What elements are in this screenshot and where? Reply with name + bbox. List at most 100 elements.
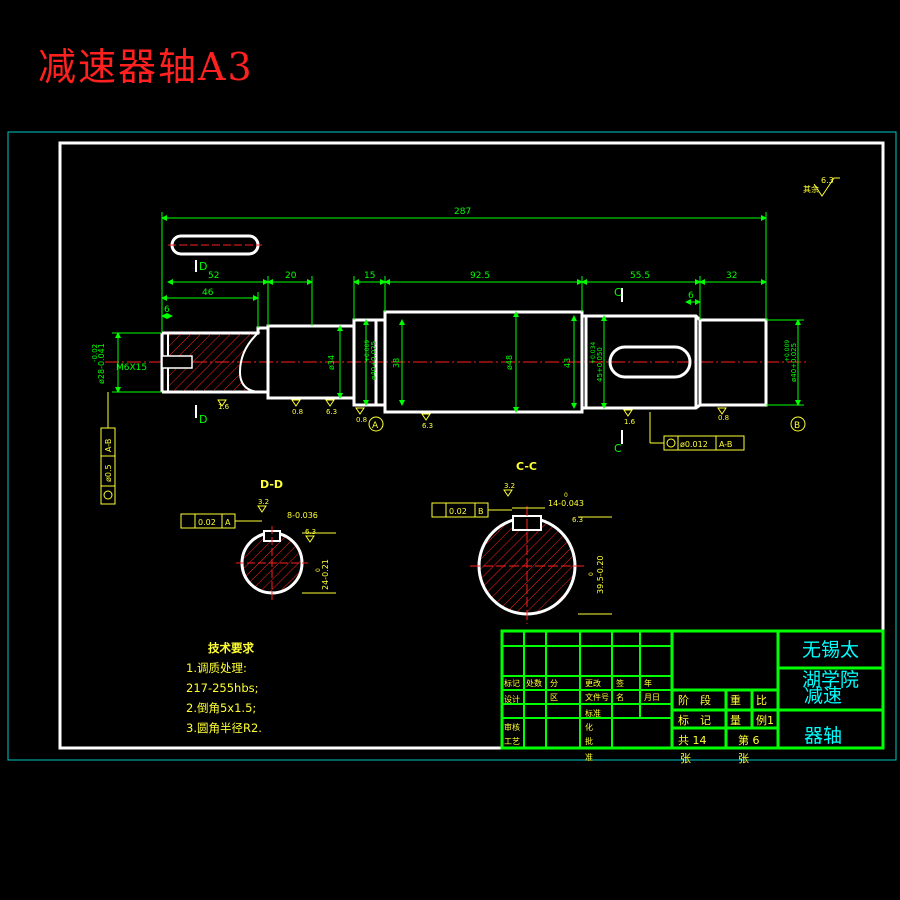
section-d-top: D [199, 260, 207, 273]
title-block-grid [502, 631, 672, 748]
section-c-top: C [614, 286, 622, 299]
tb-sheet-unit: 张 [738, 752, 749, 765]
roughness-3: 6.3 [326, 408, 337, 416]
tb-r1-0: 标记 [504, 678, 520, 688]
tb-r1-3: 区 [550, 693, 558, 702]
section-cc-symmetry-value: 0.02 [449, 507, 467, 516]
general-roughness: 其余 6.3 [803, 176, 840, 197]
tb-weight-2: 量 [730, 714, 741, 727]
datum-a: A [368, 416, 384, 432]
outer-frame [7, 131, 897, 761]
dim-45-tol: +0.034 [590, 342, 597, 364]
titleblock-names: 无锡太 湖学院 减速 器轴 [802, 639, 859, 747]
section-cc-label: C-C [516, 460, 537, 473]
general-roughness-value: 6.3 [821, 176, 834, 185]
tb-sheet: 第 6 [738, 733, 760, 747]
roughness-marks [217, 399, 727, 421]
section-cc-roughness: 3.2 [504, 482, 515, 490]
dim-55-5: 55.5 [630, 271, 650, 281]
section-cc-roughness-side: 6.3 [572, 516, 583, 524]
dim-dia-left-end: ø28-0.041 [97, 343, 106, 384]
tb-stage-2: 段 [700, 693, 711, 707]
section-dd-depth-top: 0 [315, 568, 322, 572]
section-cc: C-C 3.2 0 14-0.043 0 39.5-0.20 6.3 0.02 … [431, 460, 612, 624]
tb-total-unit: 张 [680, 752, 691, 765]
tb-r1-4: 更改 [585, 678, 601, 688]
section-markers: D D C C [195, 260, 623, 455]
section-cc-keywidth: 14-0.043 [548, 499, 584, 508]
left-end-section-hatch [167, 332, 261, 393]
datum-b-label: B [794, 421, 800, 431]
section-d-bottom: D [199, 413, 207, 426]
section-dd-symmetry-datum: A [225, 518, 231, 527]
tb-stage: 阶 [678, 693, 689, 707]
section-dd: D-D 3.2 8-0.036 0 24-0.21 6.3 0.02 A [180, 478, 336, 600]
part-name-line-1: 减速 [804, 685, 842, 707]
section-cc-symmetry-datum: B [478, 507, 484, 516]
dim-92-5: 92.5 [470, 271, 490, 281]
runout-left-datum: A-B [104, 439, 113, 452]
dim-dia-40-right: ø40+0.025 [790, 343, 798, 382]
dim-m6x15: M6X15 [116, 363, 147, 373]
right-keyway [608, 345, 692, 379]
roughness-2: 0.8 [292, 408, 303, 416]
school-line-1: 无锡太 [802, 639, 859, 661]
general-roughness-label: 其余 [803, 184, 819, 194]
tb-r2-0: 设计 [504, 694, 520, 704]
tb-r1-7: 名 [616, 692, 624, 702]
dim-43: 43 [563, 358, 572, 368]
section-cc-depth-top: 0 [588, 572, 595, 576]
part-name-line-2: 器轴 [804, 725, 842, 747]
tech-note-1: 1.调质处理: [186, 661, 247, 675]
tb-r1-8: 年 [644, 678, 652, 688]
tb-r2-3: 化 [585, 722, 593, 732]
dim-287: 287 [454, 207, 471, 217]
dim-dia-40-left: ø40+0.025 [370, 341, 378, 380]
dim-dia-34: ø34 [327, 355, 336, 370]
tb-mark: 标 [678, 713, 689, 727]
section-dd-symmetry-value: 0.02 [198, 518, 216, 527]
dim-32: 32 [726, 271, 737, 281]
runout-right-datum: A-B [719, 440, 732, 449]
section-dd-depth: 24-0.21 [321, 559, 330, 590]
technical-requirements: 技术要求 1.调质处理: 217-255hbs; 2.倒角5x1.5; 3.圆角… [186, 638, 262, 738]
dim-dia-40-left-tol: +0.009 [364, 340, 371, 362]
runout-left-value: ø0.5 [104, 464, 113, 482]
tech-note-2: 217-255hbs; [186, 681, 259, 695]
dim-dia-left-end-tol: -0.02 [91, 344, 99, 362]
tb-r1-1: 处数 [526, 678, 542, 688]
runout-right-value: ø0.012 [680, 440, 708, 449]
threaded-hole [161, 355, 193, 369]
roughness-6: 1.6 [624, 418, 636, 426]
dim-dia-48: ø48 [505, 355, 514, 370]
tb-weight: 重 [730, 693, 741, 707]
datum-b: B [790, 416, 806, 432]
inner-frame [58, 141, 885, 750]
roughness-5: 6.3 [422, 422, 433, 430]
roughness-4: 0.8 [356, 416, 367, 424]
roughness-1: 1.6 [218, 403, 230, 411]
school-line-2: 湖学院 [802, 669, 859, 691]
runout-right: ø0.012 A-B [649, 412, 745, 451]
dim-15: 15 [364, 271, 375, 281]
tb-r3-0: 审核 [504, 722, 520, 732]
dim-38: 38 [392, 358, 401, 368]
dim-46: 46 [202, 288, 214, 298]
roughness-7: 0.8 [718, 414, 729, 422]
tb-scale-2: 例1 [756, 713, 774, 727]
section-dd-roughness: 3.2 [258, 498, 269, 506]
section-dd-keywidth: 8-0.036 [287, 511, 318, 520]
tb-r4-2: 批 [585, 736, 593, 746]
tb-r1-9: 月日 [644, 693, 660, 702]
tech-notes-heading: 技术要求 [208, 641, 254, 655]
dim-6-left: 6 [164, 305, 170, 315]
page-title: 减速器轴A3 [38, 45, 254, 89]
section-cc-depth: 39.5-0.20 [596, 555, 605, 594]
tb-r1-5: 文件号 [585, 692, 609, 702]
runout-left: A-B ø0.5 [100, 392, 116, 505]
tech-note-4: 3.圆角半径R2. [186, 721, 262, 735]
roughness-labels: 1.6 0.8 6.3 0.8 6.3 1.6 0.8 [218, 403, 729, 430]
dim-52: 52 [208, 271, 219, 281]
titleblock-text: 标记 处数 分 区 更改 文件号 签 名 年 月日 设计 标准 化 审核 工艺 … [504, 678, 774, 765]
